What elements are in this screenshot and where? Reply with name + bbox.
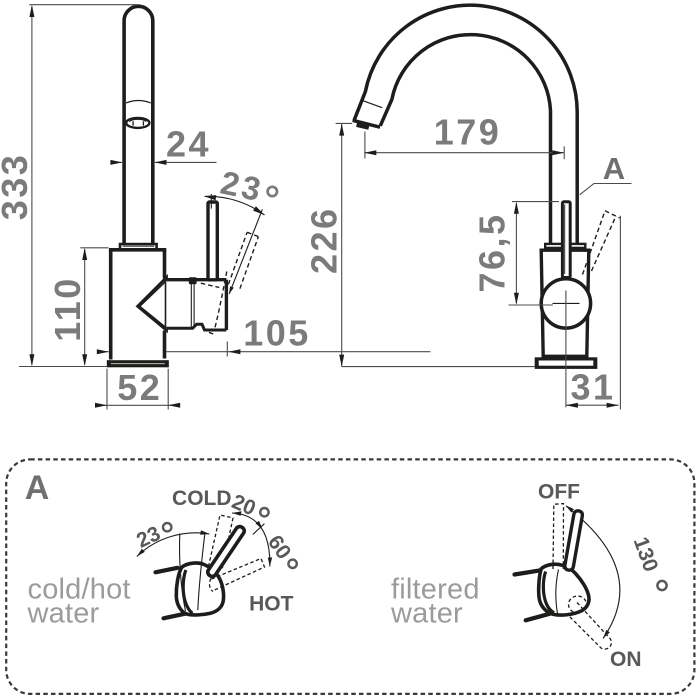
svg-text:water: water	[390, 598, 463, 630]
svg-text:COLD: COLD	[172, 487, 232, 510]
svg-text:OFF: OFF	[538, 481, 580, 504]
svg-text:110: 110	[47, 276, 88, 342]
svg-text:179: 179	[434, 112, 502, 153]
svg-text:filtered: filtered	[391, 574, 480, 606]
svg-text:76,5: 76,5	[472, 212, 513, 292]
svg-text:24: 24	[166, 124, 211, 165]
svg-text:A: A	[25, 469, 50, 507]
svg-text:31: 31	[570, 367, 615, 408]
svg-text:HOT: HOT	[249, 593, 294, 616]
svg-text:23: 23	[217, 163, 266, 208]
svg-text:cold/hot: cold/hot	[28, 574, 131, 606]
svg-text:226: 226	[304, 206, 345, 274]
svg-text:52: 52	[117, 367, 162, 408]
svg-text:333: 333	[0, 153, 35, 221]
svg-text:ON: ON	[610, 648, 642, 671]
svg-text:water: water	[27, 598, 100, 630]
svg-text:105: 105	[243, 313, 311, 354]
svg-text:A: A	[603, 151, 625, 186]
